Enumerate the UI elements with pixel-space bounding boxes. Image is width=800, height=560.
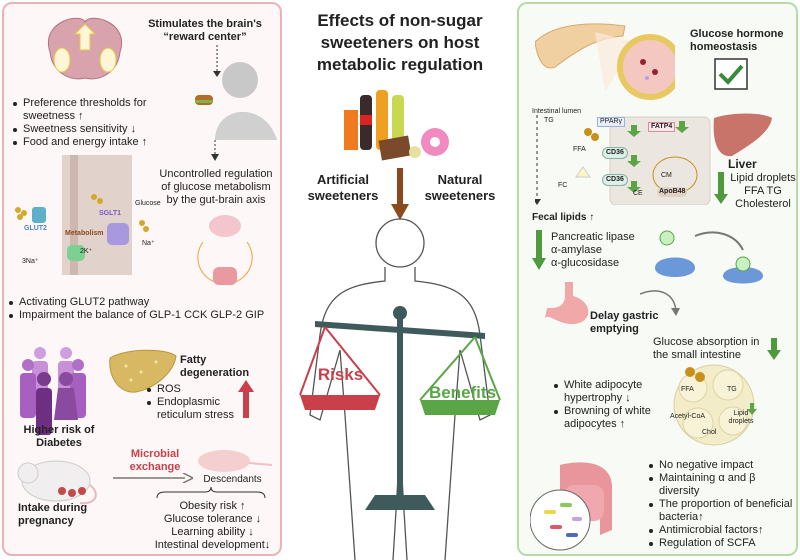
liver-label: Liver <box>728 157 757 171</box>
adipo-tg-label: TG <box>727 386 737 393</box>
metabolism-label: Metabolism <box>65 230 104 237</box>
tg-label: TG <box>544 117 554 124</box>
down-arrow-icon <box>767 338 781 360</box>
enzyme-inhibition-illustration <box>655 230 763 284</box>
list-item: Maintaining α and β diversity <box>648 472 798 498</box>
enterocyte-lipid-illustration <box>535 115 711 205</box>
gut-brain-text: Uncontrolled regulation of glucose metab… <box>159 168 273 206</box>
fatty-degeneration-title: Fatty degeneration <box>180 354 250 379</box>
fc-label: FC <box>558 182 568 189</box>
pancreas-islet-illustration <box>535 23 675 100</box>
list-item: Endoplasmic reticulum stress <box>146 396 246 422</box>
microbial-exchange-text: Microbial exchange <box>129 448 181 473</box>
list-item: Learning ability ↓ <box>171 526 254 538</box>
down-arrow-icon <box>391 168 409 220</box>
reward-center-text: Stimulates the brain's “reward center” <box>148 18 262 43</box>
checkmark-icon <box>714 58 748 90</box>
benefits-label: Benefits <box>428 383 497 402</box>
list-item: FFA TG <box>744 185 782 197</box>
acetyl-coa-label: Acetyl-CoA <box>670 413 706 420</box>
dashed-arrow-icon <box>211 140 219 161</box>
cm-label: CM <box>661 172 672 179</box>
apob48-label: ApoB48 <box>657 187 688 197</box>
adipo-ffa-label: FFA <box>681 386 694 393</box>
child-eating-illustration <box>195 45 277 140</box>
list-item: ROS <box>146 383 246 396</box>
list-item: Impairment the balance of GLP-1 CCK GLP-… <box>8 309 278 322</box>
people-group-icon <box>20 347 86 435</box>
list-item: Pancreatic lipase <box>551 231 635 243</box>
list-item: Sweetness sensitivity ↓ <box>12 123 192 136</box>
stomach-illustration <box>545 282 589 325</box>
ce-label: CE <box>633 190 643 197</box>
gut-microbiota-list: No negative impact Maintaining α and β d… <box>648 459 798 550</box>
list-item: The proportion of beneficial bacteria↑ <box>648 498 798 524</box>
na3-label: 3Na⁺ <box>22 258 39 265</box>
list-item: White adipocyte hypertrophy ↓ <box>553 379 653 405</box>
offspring-mouse-illustration <box>198 450 273 472</box>
chol-label: Chol <box>702 429 717 436</box>
human-scale-illustration <box>299 218 501 560</box>
descendants-label: Descendants <box>203 474 262 485</box>
right-arrow-icon <box>113 473 193 483</box>
list-item: Browning of white adipocytes ↑ <box>553 405 653 431</box>
list-item: Regulation of SCFA <box>648 537 798 550</box>
natural-sweeteners-label: Natural sweeteners <box>424 172 496 203</box>
list-item: α-glucosidase <box>551 257 620 269</box>
offspring-outcomes-list: Obesity risk ↑ Glucose tolerance ↓ Learn… <box>145 500 280 552</box>
glut2-label: GLUT2 <box>24 225 47 232</box>
diabetes-risk-text: Higher risk of Diabetes <box>23 424 95 449</box>
list-item: Cholesterol <box>735 198 791 210</box>
list-item: Activating GLUT2 pathway <box>8 296 278 309</box>
cd36-label: CD36 <box>602 147 628 159</box>
artificial-sweeteners-label: Artificial sweeteners <box>307 172 379 203</box>
glucose-absorption-text: Glucose absorption in the small intestin… <box>653 336 760 361</box>
pregnancy-intake-text: Intake during pregnancy <box>18 502 88 527</box>
brace-icon <box>156 487 266 499</box>
intestine-microbiota-illustration <box>530 462 612 551</box>
adipocyte-cluster-illustration <box>673 364 757 446</box>
list-item: Lipid droplets <box>730 172 796 184</box>
list-item: α-amylase <box>551 244 602 256</box>
enzymes-list: Pancreatic lipase α-amylase α-glucosidas… <box>551 231 635 270</box>
list-item: Antimicrobial factors↑ <box>648 524 798 537</box>
gut-effects-list: Activating GLUT2 pathway Impairment the … <box>8 296 278 322</box>
risks-label: Risks <box>317 365 364 384</box>
gastric-emptying-text: Delay gastric emptying <box>590 310 659 335</box>
list-item: Food and energy intake ↑ <box>12 136 192 149</box>
page-title: Effects of non-sugar sweeteners on host … <box>316 11 484 74</box>
glucose-label: Glucose <box>135 200 161 207</box>
sweetened-foods-illustration <box>344 90 449 161</box>
sglt1-label: SGLT1 <box>99 210 122 217</box>
list-item: No negative impact <box>648 459 798 472</box>
up-arrow-icon <box>238 380 254 418</box>
gut-brain-cycle-illustration <box>197 215 253 285</box>
cd36-label: CD36 <box>602 174 628 186</box>
glucose-hormone-text: Glucose hormone homeostasis <box>690 28 784 53</box>
list-item: Glucose tolerance ↓ <box>163 513 262 525</box>
ppar-label: PPARγ <box>597 117 626 127</box>
curved-arrow-icon <box>640 290 680 316</box>
fatp4-label: FATP4 <box>648 122 676 132</box>
list-item: Preference thresholds for sweetness ↑ <box>12 97 192 123</box>
intestinal-lumen-label: Intestinal lumen <box>532 108 582 115</box>
pregnant-mouse-illustration <box>17 460 97 505</box>
lipid-droplets-label: Lipid droplets <box>728 410 754 425</box>
ffa-label: FFA <box>573 146 586 153</box>
liver-items-list: Lipid droplets FFA TG Cholesterol <box>728 172 798 211</box>
na-label: Na⁺ <box>142 240 155 247</box>
fatty-liver-illustration <box>109 349 177 393</box>
enterocyte-illustration <box>15 155 149 275</box>
brain-illustration <box>47 17 123 80</box>
fatty-effects-list: ROS Endoplasmic reticulum stress <box>146 383 246 422</box>
down-arrow-icon <box>532 230 546 270</box>
list-item: Obesity risk ↑ <box>179 500 246 512</box>
list-item: Intestinal development↓ <box>154 539 271 551</box>
k-label: 2K⁺ <box>80 248 93 255</box>
down-arrow-icon <box>714 172 728 204</box>
adipocyte-effects-list: White adipocyte hypertrophy ↓ Browning o… <box>553 379 653 431</box>
taste-effects-list: Preference thresholds for sweetness ↑ Sw… <box>12 97 192 149</box>
liver-illustration <box>713 113 772 157</box>
fecal-lipids-text: Fecal lipids ↑ <box>532 212 595 223</box>
